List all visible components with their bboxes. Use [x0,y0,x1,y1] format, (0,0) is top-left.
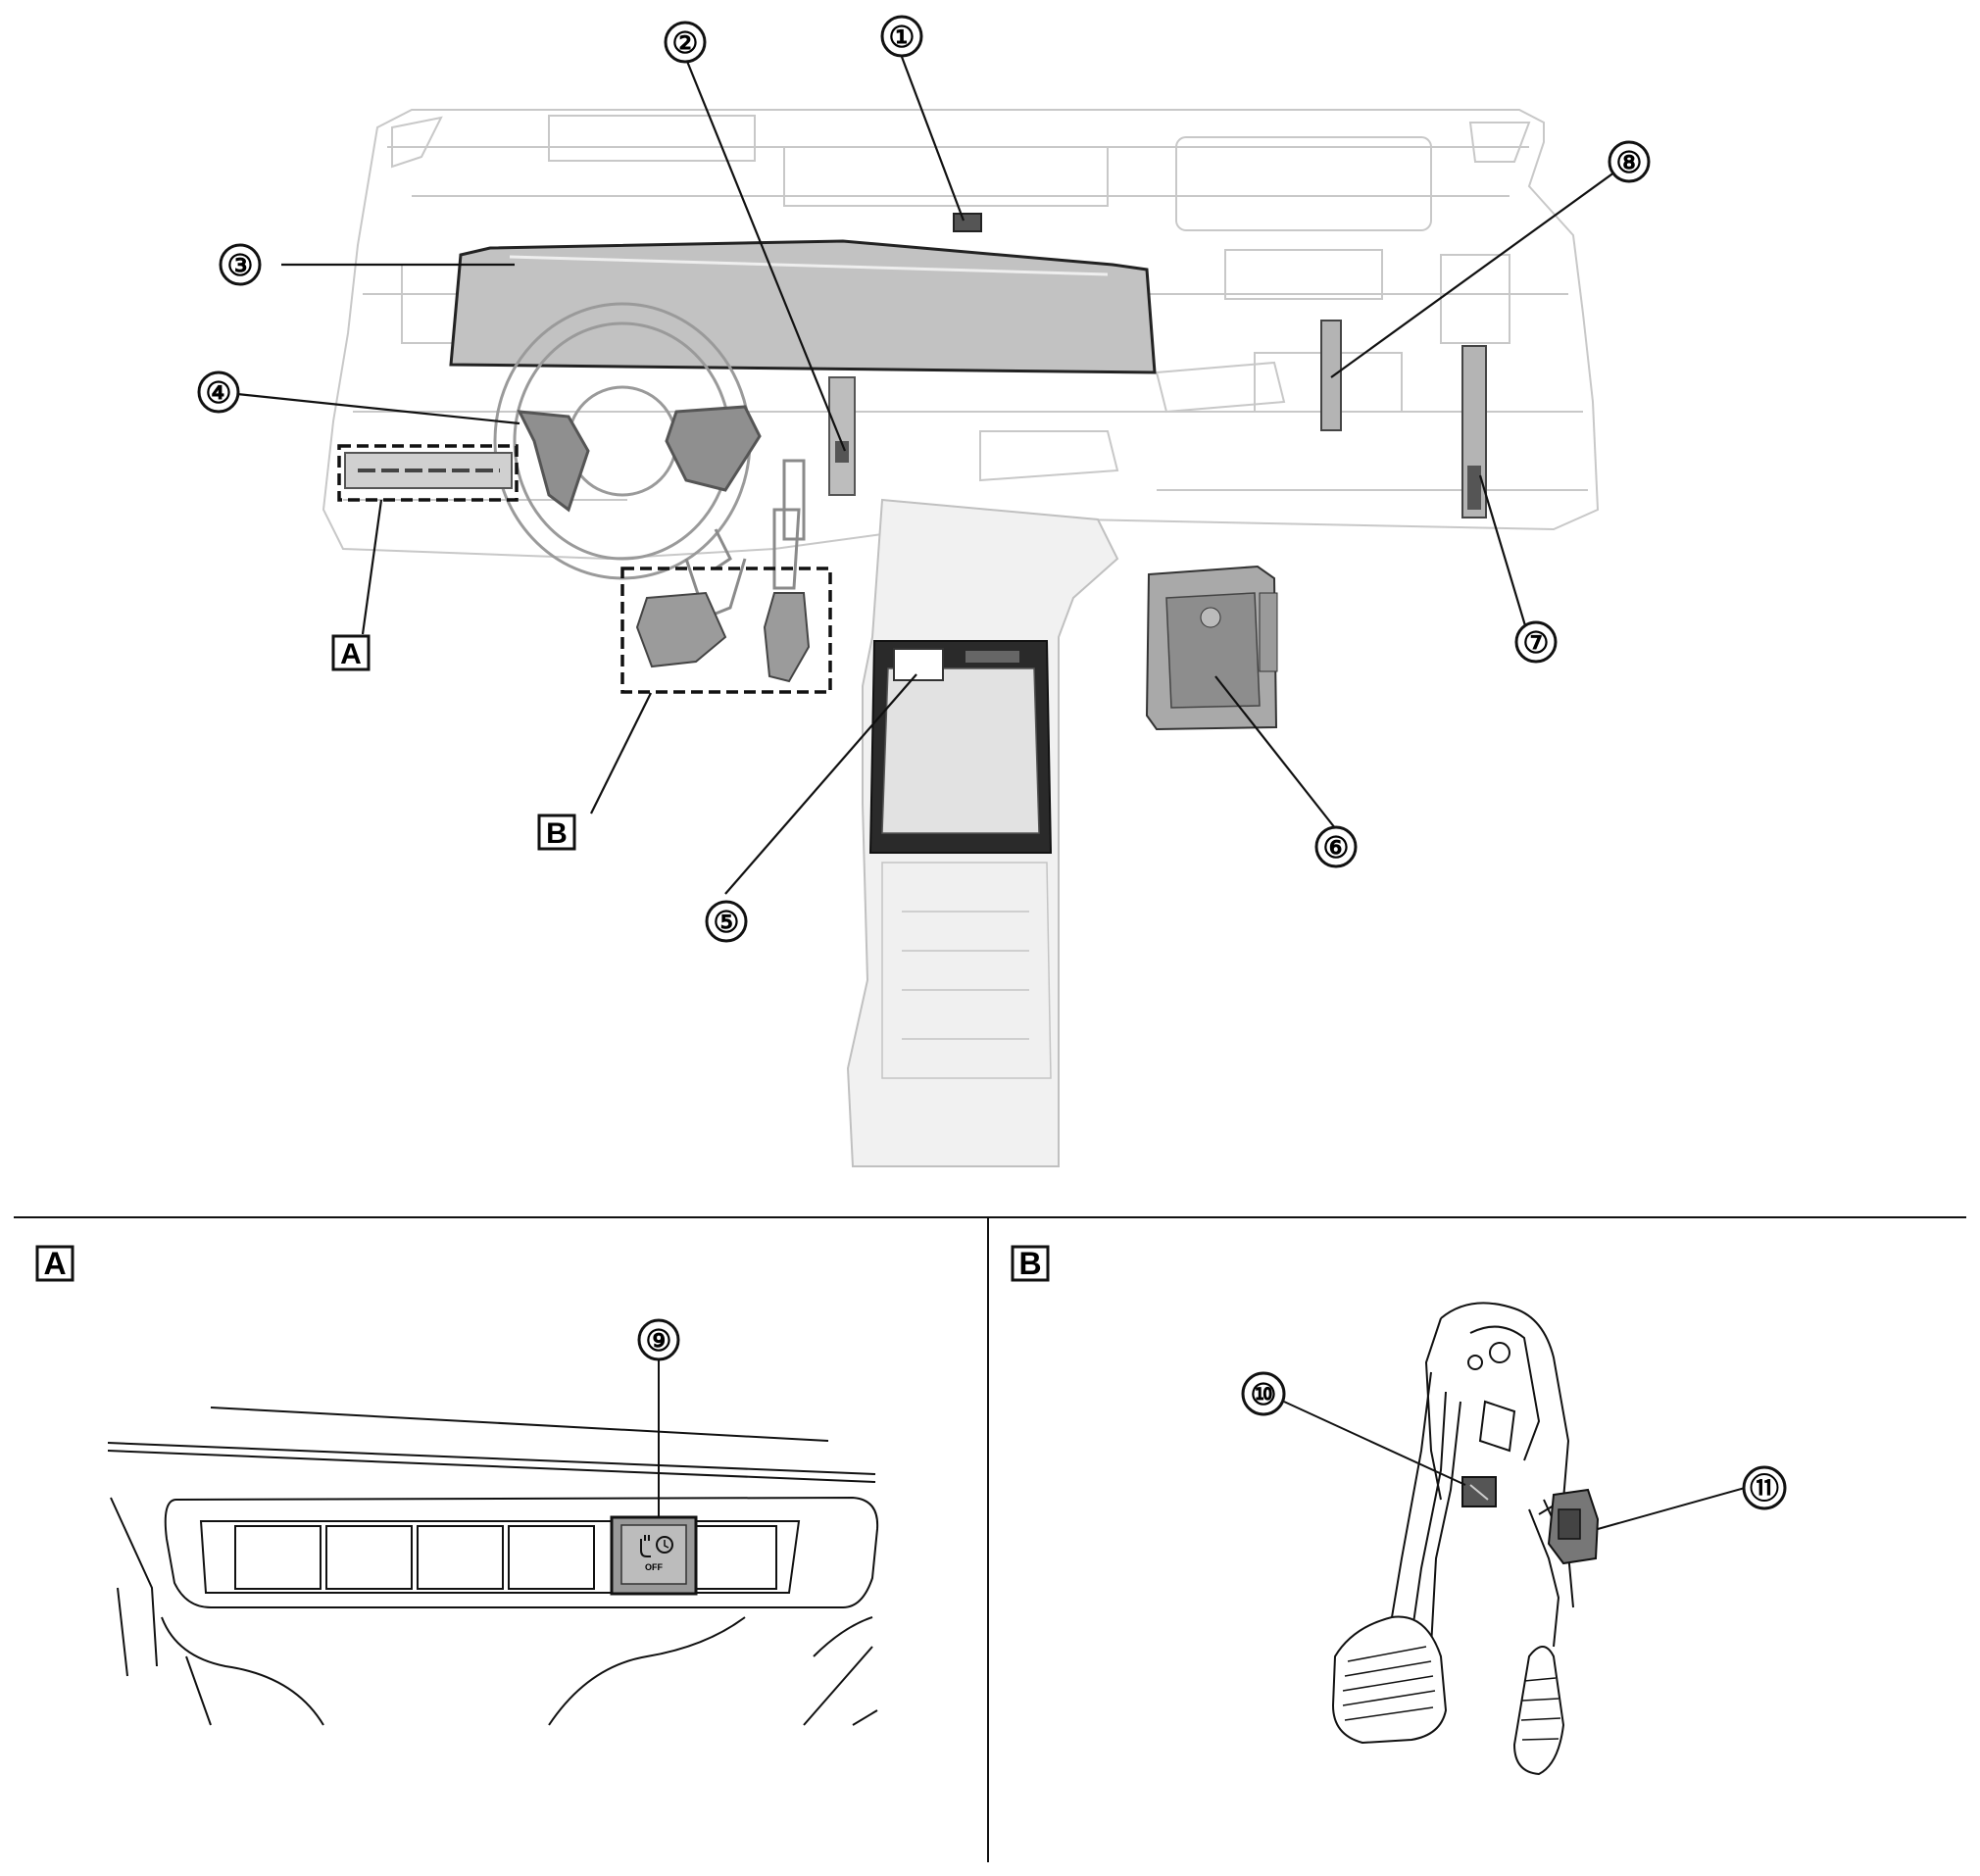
callout-3: ③ [219,243,262,286]
switch-panel-overview [344,452,513,489]
box-label-a: A [331,634,371,671]
svg-text:⑤: ⑤ [714,907,740,939]
detail-box-b [620,567,832,694]
svg-text:⑨: ⑨ [646,1325,672,1358]
sensor-1 [953,213,982,232]
module-8 [1320,320,1342,431]
svg-text:B: B [546,817,568,850]
svg-text:A: A [43,1246,66,1281]
console-switch-5 [893,648,944,681]
instrument-display-panel [449,239,1157,374]
callout-8: ⑧ [1608,140,1651,183]
callout-7: ⑦ [1514,620,1558,664]
brake-pedal-pad [1331,1615,1448,1745]
plug-clock-icon [640,1535,651,1557]
module-7 [1461,345,1487,518]
callout-9: ⑨ [637,1318,680,1361]
svg-text:④: ④ [206,377,232,410]
callout-4: ④ [197,370,240,414]
switch-blank-5 [690,1525,777,1590]
leader-lines-top [236,56,1630,895]
timer-charge-off-switch: OFF [610,1515,698,1596]
pedal-arms [684,459,806,619]
overview-illustration [322,109,1600,1167]
control-module-6 [1145,565,1278,731]
svg-text:⑪: ⑪ [1750,1473,1779,1506]
right-modules [1320,320,1487,518]
svg-text:⑦: ⑦ [1523,627,1550,660]
svg-text:⑧: ⑧ [1616,147,1643,179]
svg-text:③: ③ [227,250,254,282]
svg-text:OFF: OFF [645,1562,663,1572]
detail-panel-a: A [35,1245,879,1726]
switch-blank-1 [234,1525,322,1590]
callout-6: ⑥ [1314,825,1358,868]
box-label-b: B [537,814,576,851]
svg-text:②: ② [672,27,699,60]
callout-5: ⑤ [705,900,748,943]
accelerator-pedal-pad [1512,1646,1565,1776]
svg-text:①: ① [889,22,916,54]
switch-row [234,1525,777,1590]
svg-text:⑥: ⑥ [1323,832,1350,864]
bracket-2 [828,376,856,496]
switch-blank-4 [508,1525,595,1590]
callout-11: ⑪ [1742,1465,1787,1510]
callout-1: ① [880,15,923,58]
center-console [846,498,1119,1167]
svg-text:A: A [340,638,362,670]
callout-10: ⑩ [1241,1371,1286,1416]
pedals [635,591,811,683]
steering-wheel [493,302,762,580]
switch-blank-3 [417,1525,504,1590]
detail-box-a [337,444,519,502]
switch-blank-2 [325,1525,413,1590]
svg-text:B: B [1018,1246,1041,1281]
detail-panel-b: B ⑩ [1011,1245,1787,1776]
callout-2: ② [664,21,707,64]
svg-text:⑩: ⑩ [1251,1379,1277,1411]
brake-switch-10 [1461,1476,1497,1507]
